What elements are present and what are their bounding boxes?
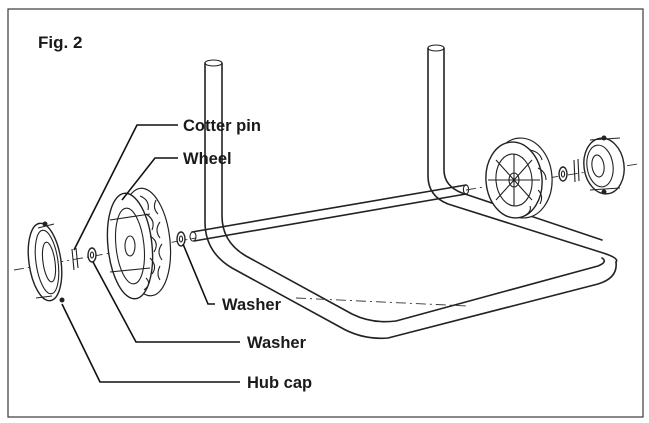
figure-frame [7, 8, 644, 418]
right-wheel [485, 137, 553, 219]
washer-outer-leader [182, 243, 215, 305]
washer-inner-leader [92, 261, 240, 343]
cotter-pin-label: Cotter pin [183, 117, 261, 135]
left-outer-washer [87, 247, 97, 263]
right-hub-cap [583, 135, 625, 195]
figure-title: Fig. 2 [38, 33, 82, 52]
washer-inner-label: Washer [247, 334, 307, 352]
leader-lines [61, 124, 240, 383]
left-inner-washer [176, 231, 186, 247]
axle [189, 184, 470, 242]
left-wheel [106, 187, 172, 300]
wheel-label: Wheel [183, 150, 232, 168]
hub-cap-leader [61, 303, 240, 383]
right-cotter-pin [573, 158, 580, 183]
right-upright-tube [427, 44, 618, 263]
left-hub-cap [27, 221, 65, 303]
left-upright-tube [204, 59, 617, 340]
washer-outer-label: Washer [222, 296, 282, 314]
left-cotter-pin [71, 247, 79, 271]
frame-centerline [295, 297, 469, 307]
cart-frame [189, 44, 618, 340]
wheel-leader [121, 157, 178, 201]
cotter-pin-leader [73, 124, 178, 251]
right-washer [558, 166, 568, 182]
hub-cap-label: Hub cap [247, 374, 312, 392]
